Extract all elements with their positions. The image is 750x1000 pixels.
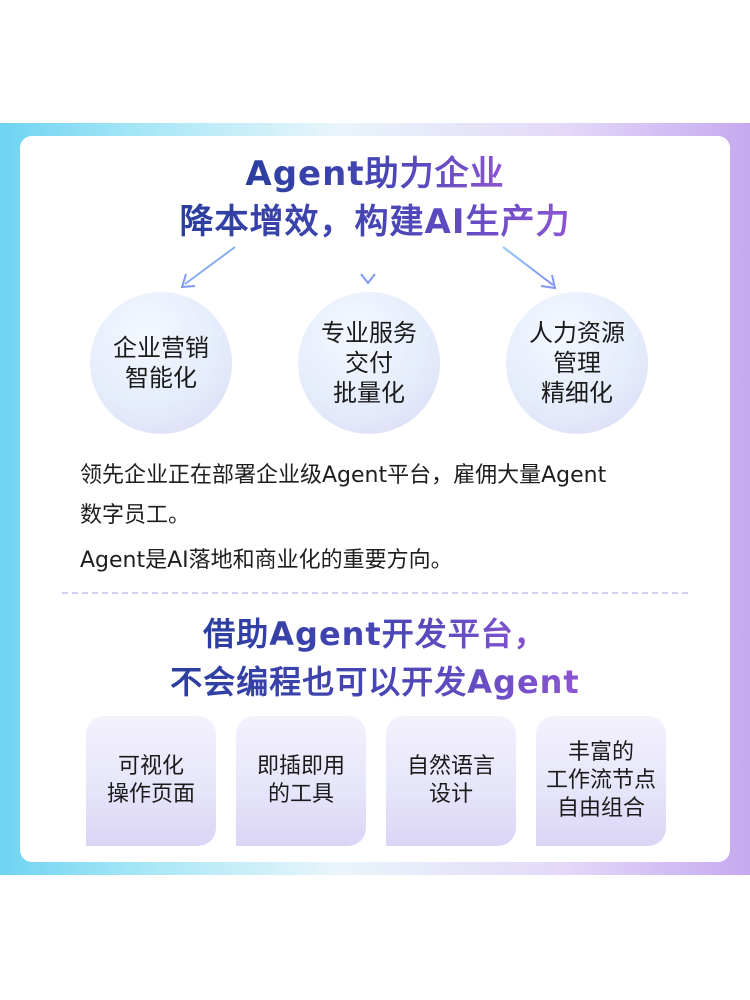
paragraph-line: 数字员工。 xyxy=(80,503,191,528)
benefit-line: 智能化 xyxy=(125,364,197,392)
arrow-right-icon xyxy=(502,246,557,290)
platform-title-line1: 借助Agent开发平台， xyxy=(203,615,547,653)
feature-line: 自由组合 xyxy=(556,796,645,821)
feature-visual-ui: 可视化 操作页面 xyxy=(86,716,216,846)
paragraph-line: 领先企业正在部署企业级Agent平台，雇佣大量Agent xyxy=(80,463,607,488)
direction-paragraph: Agent是AI落地和商业化的重要方向。 xyxy=(80,548,453,573)
feature-line: 即插即用 xyxy=(256,754,345,779)
hero-title-line2: 降本增效，构建AI生产力 xyxy=(179,202,571,242)
benefit-line: 管理 xyxy=(553,349,601,377)
benefit-hr: 人力资源 管理 精细化 xyxy=(506,292,648,434)
intro-paragraph: 领先企业正在部署企业级Agent平台，雇佣大量Agent 数字员工。 xyxy=(80,456,680,536)
feature-line: 丰富的 xyxy=(567,740,634,765)
feature-line: 的工具 xyxy=(267,782,334,807)
benefit-line: 交付 xyxy=(345,349,393,377)
benefit-marketing: 企业营销 智能化 xyxy=(90,292,232,434)
feature-line: 操作页面 xyxy=(106,782,195,807)
benefit-services: 专业服务 交付 批量化 xyxy=(298,292,440,434)
platform-title-line2: 不会编程也可以开发Agent xyxy=(170,663,580,701)
arrows-graphic xyxy=(180,246,557,290)
feature-workflow-nodes: 丰富的 工作流节点 自由组合 xyxy=(536,716,666,846)
benefit-line: 人力资源 xyxy=(529,319,625,347)
arrow-down-icon xyxy=(360,248,376,285)
benefit-line: 专业服务 xyxy=(321,319,417,347)
feature-line: 自然语言 xyxy=(406,754,495,779)
dashed-divider xyxy=(62,592,688,594)
arrow-left-icon xyxy=(180,246,236,289)
benefit-line: 企业营销 xyxy=(113,334,209,362)
feature-line: 设计 xyxy=(428,782,473,807)
feature-line: 工作流节点 xyxy=(545,768,656,793)
feature-plugin-tools: 即插即用 的工具 xyxy=(236,716,366,846)
feature-line: 可视化 xyxy=(117,754,184,779)
benefit-line: 批量化 xyxy=(333,379,405,407)
hero-title-line1: Agent助力企业 xyxy=(245,154,505,194)
feature-natural-language: 自然语言 设计 xyxy=(386,716,516,846)
benefit-line: 精细化 xyxy=(541,379,613,407)
